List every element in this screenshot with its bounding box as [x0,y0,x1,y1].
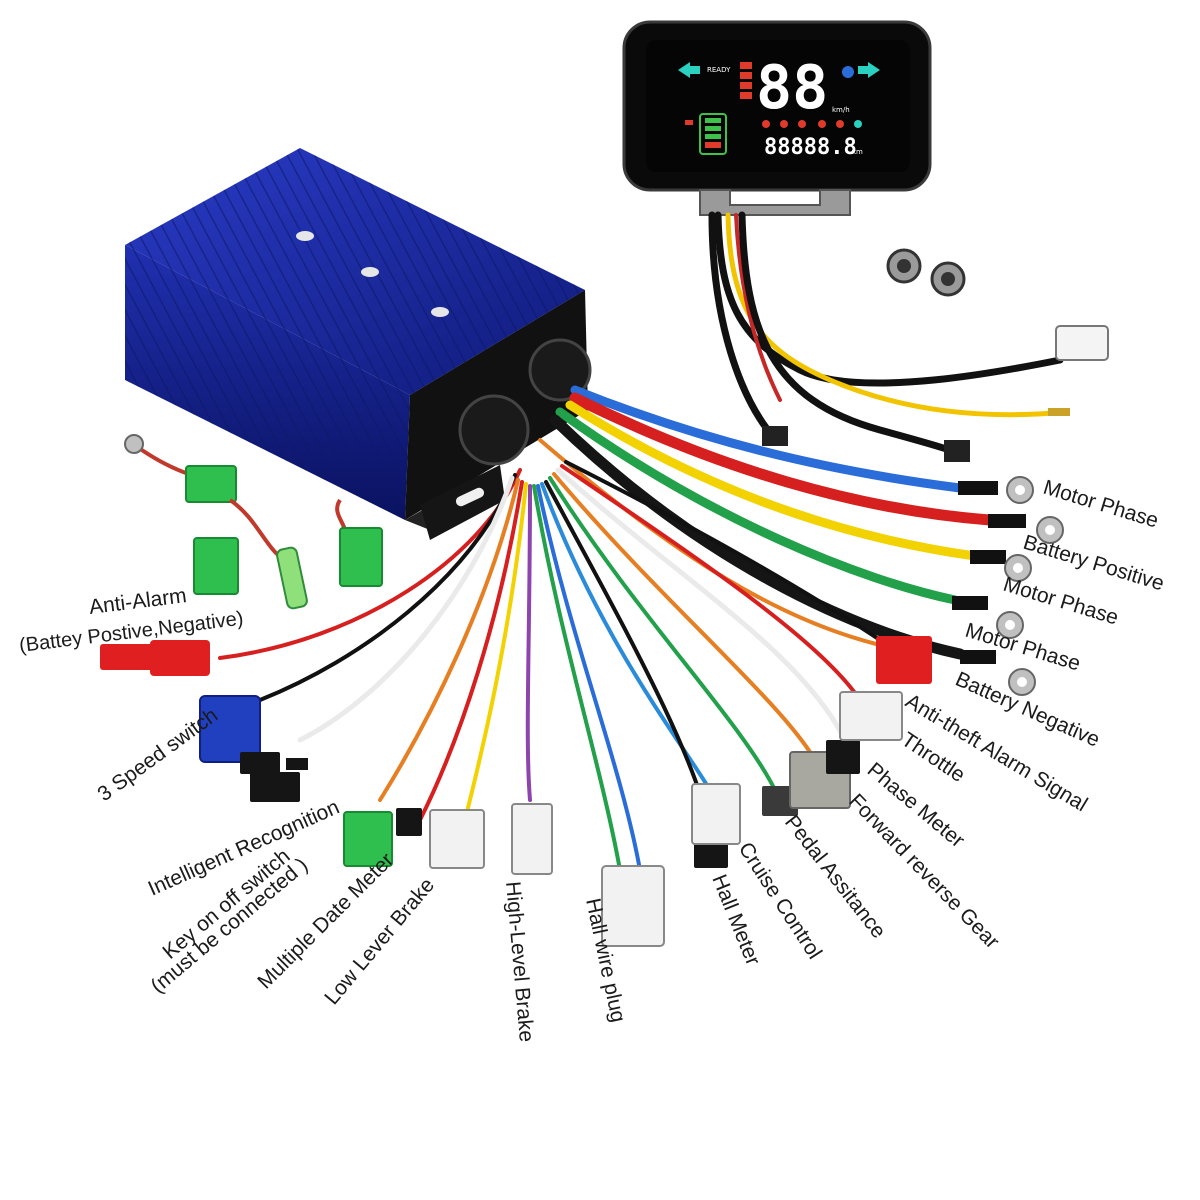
ring-terminal [970,550,1032,582]
speed-unit: km/h [832,106,850,114]
mounting-bolt [930,261,966,297]
headlight-icon [842,66,854,78]
ring-terminal [960,650,1036,696]
throttle-connector [839,691,903,741]
cruise-control-connector [691,783,741,845]
cable-gland [528,338,592,402]
high-level-brake-connector [511,803,553,875]
battery-icon [685,113,727,155]
gear-indicator [740,62,752,99]
label-anti-alarm-line1: Anti-Alarm [88,584,188,619]
intelligent-recognition-connector [240,752,308,802]
label-high-level-brake: High-Level Brake [501,880,538,1042]
anti-theft-alarm-connector [876,636,932,684]
three-speed-connector [199,695,261,763]
odometer-readout: 88888.8 [764,135,857,160]
anti-alarm-connector [100,640,210,676]
left-arrow-icon [678,62,700,78]
cable-gland [458,394,530,466]
hall-wire-plug-connector [601,865,665,947]
display-harness [708,211,1068,456]
warning-icons [762,120,862,128]
lcd-display-unit: READY 88 km/h 88888.8 [622,20,966,297]
connector-display-power [1055,325,1109,361]
right-arrow-icon [858,62,880,78]
low-lever-brake-connector [429,809,485,869]
key-switch-connector [343,811,393,867]
label-hall-meter: Hall Meter [707,871,764,968]
speed-readout: 88 [756,53,828,123]
multiple-date-meter-connector [396,808,422,836]
ring-terminal [958,476,1034,504]
anti-alarm-connector-set [124,434,383,610]
odometer-unit: km [852,148,863,156]
ring-terminal [988,514,1064,544]
mounting-bolt [886,248,922,284]
motor-controller [125,148,592,540]
display-bracket [699,189,851,216]
phase-meter-connector [826,740,860,774]
connector-display-signal [762,408,1070,462]
display-status: READY [707,66,731,74]
ring-terminal [952,596,1024,639]
